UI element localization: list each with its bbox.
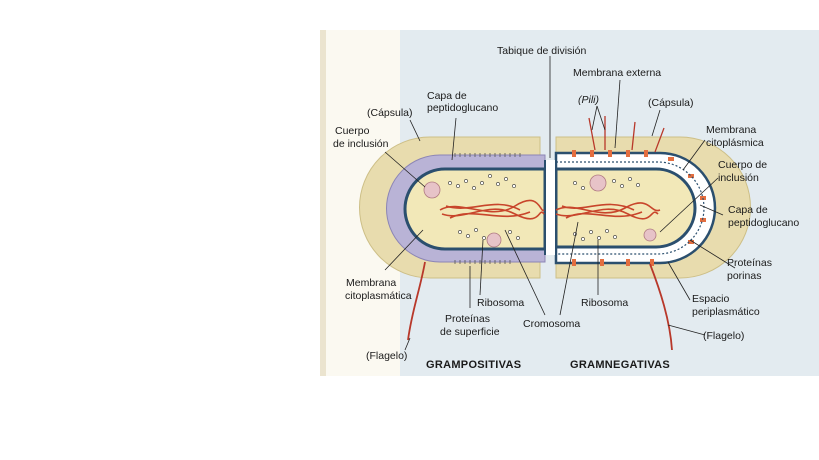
peptidoglycan-layer-gram-negative: [555, 161, 705, 255]
inclusion-body: [589, 174, 607, 192]
inclusion-body: [486, 232, 502, 248]
label-proteinas-sup-1: Proteínas: [445, 313, 490, 325]
label-cuerpo-left-1: Cuerpo: [335, 125, 370, 137]
label-flagelo-left: (Flagelo): [366, 350, 407, 362]
label-capsula-right: (Cápsula): [648, 97, 694, 109]
inclusion-body: [423, 181, 441, 199]
label-proteinas-sup-2: de superficie: [440, 326, 500, 338]
label-ribosoma-right: Ribosoma: [581, 297, 628, 309]
division-septum: [545, 160, 556, 255]
label-capa-pepti-right-2: peptidoglucano: [728, 217, 799, 229]
label-capa-pepti-left-2: peptidoglucano: [427, 102, 498, 114]
surface-proteins-bottom: [454, 260, 511, 264]
label-cuerpo-left-2: de inclusión: [333, 138, 389, 150]
label-grampositivas: GRAMPOSITIVAS: [426, 359, 521, 371]
label-cuerpo-right-2: inclusión: [718, 172, 759, 184]
leader-lines: [384, 56, 736, 351]
label-capsula-left: (Cápsula): [367, 107, 413, 119]
pili: [588, 116, 665, 153]
label-cromosoma: Cromosoma: [523, 318, 580, 330]
chromosome: [439, 199, 661, 220]
scan-edge: [320, 30, 326, 376]
label-pili: (Pili): [578, 94, 599, 106]
label-gramnegativas: GRAMNEGATIVAS: [570, 359, 670, 371]
label-capa-pepti-right-1: Capa de: [728, 204, 768, 216]
label-proteinas-porinas-1: Proteínas: [727, 257, 772, 269]
label-membrana-cito-right-2: citoplásmica: [706, 137, 764, 149]
label-proteinas-porinas-2: porinas: [727, 270, 761, 282]
label-flagelo-right: (Flagelo): [703, 330, 744, 342]
label-capa-pepti-left-1: Capa de: [427, 90, 467, 102]
label-espacio-1: Espacio: [692, 293, 730, 305]
label-membrana-cito-left-1: Membrana: [346, 277, 396, 289]
flagellum-left: [407, 261, 426, 341]
labels: Tabique de división Membrana externa (Pi…: [333, 45, 799, 371]
label-espacio-2: periplasmático: [692, 306, 760, 318]
label-membrana-cito-right-1: Membrana: [706, 124, 756, 136]
inclusion-body: [643, 228, 657, 242]
label-tabique: Tabique de división: [497, 45, 586, 57]
flagellum-right: [649, 263, 673, 351]
surface-proteins-top: [454, 153, 521, 157]
label-cuerpo-right-1: Cuerpo de: [718, 159, 767, 171]
label-ribosoma-left: Ribosoma: [477, 297, 524, 309]
label-membrana-externa: Membrana externa: [573, 67, 661, 79]
label-membrana-cito-left-2: citoplasmática: [345, 290, 412, 302]
ribosomes: [448, 174, 640, 241]
